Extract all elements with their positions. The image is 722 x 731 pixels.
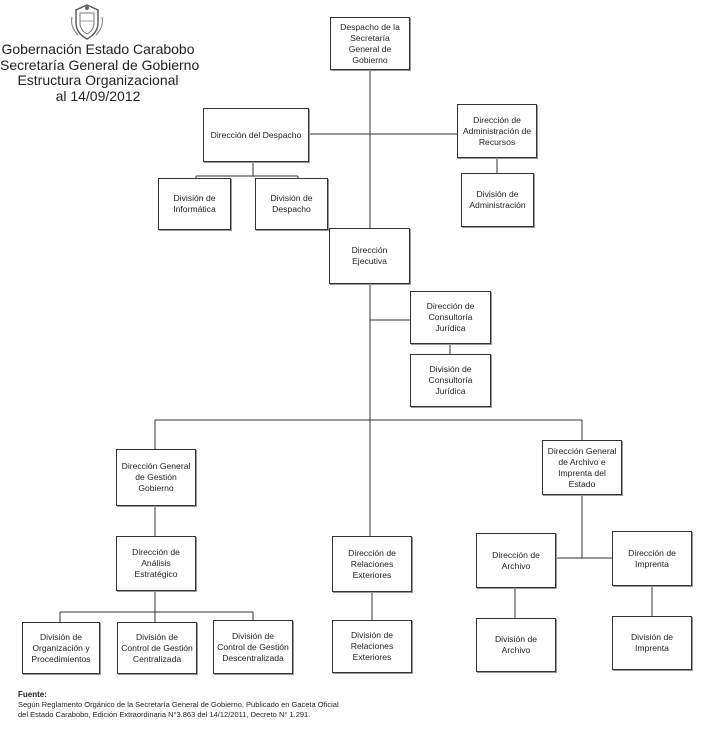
- box-direccion-imprenta: Dirección de Imprenta: [612, 531, 692, 586]
- title-line: Gobernación Estado Carabobo: [1, 41, 195, 57]
- box-direccion-ejecutiva: Dirección Ejecutiva: [329, 228, 410, 284]
- box-direccion-administracion-recursos: Dirección de Administración de Recursos: [457, 104, 537, 158]
- box-direccion-analisis: Dirección de Análisis Estratégico: [116, 536, 196, 591]
- box-division-consultoria: División de Consultoría Jurídica: [410, 354, 491, 407]
- box-direccion-relaciones: Dirección de Relaciones Exteriores: [332, 536, 412, 592]
- title-line: Secretaría General de Gobierno: [0, 56, 200, 73]
- box-direccion-archivo: Dirección de Archivo: [476, 533, 556, 588]
- coat-of-arms-icon: [71, 4, 103, 40]
- box-division-relaciones: División de Relaciones Exteriores: [332, 620, 412, 673]
- box-division-gestion-descentralizada: División de Control de Gestión Descentra…: [213, 620, 293, 674]
- box-division-archivo: División de Archivo: [476, 618, 556, 672]
- box-division-organizacion: División de Organización y Procedimiento…: [22, 622, 100, 674]
- title-line: al 14/09/2012: [55, 87, 141, 104]
- box-division-imprenta: División de Imprenta: [612, 616, 692, 670]
- box-division-despacho: División de Despacho: [255, 178, 328, 230]
- source-line: del Estado Carabobo, Edición Extraordina…: [18, 710, 311, 719]
- chart-title: Gobernación Estado Carabobo Secretaría G…: [0, 41, 200, 104]
- title-line: Estructura Organizacional: [17, 72, 179, 88]
- box-despacho-secretaria: Despacho de la Secretaría General de Gob…: [330, 17, 410, 70]
- box-division-informatica: División de Informática: [158, 178, 231, 230]
- box-direccion-consultoria: Dirección de Consultoría Jurídica: [410, 291, 491, 344]
- box-division-administracion: División de Administración: [461, 173, 534, 227]
- source-label: Fuente:: [18, 690, 47, 699]
- box-direccion-archivo-imprenta: Dirección General de Archivo e Imprenta …: [542, 440, 622, 495]
- box-division-gestion-centralizada: División de Control de Gestión Centraliz…: [117, 622, 197, 674]
- source-note: Fuente: Según Reglamento Orgánico de la …: [18, 690, 339, 720]
- box-direccion-despacho: Dirección del Despacho: [203, 108, 309, 162]
- box-direccion-gestion-gobierno: Dirección General de Gestión Gobierno: [116, 449, 196, 506]
- source-line: Según Reglamento Orgánico de la Secretar…: [18, 700, 339, 709]
